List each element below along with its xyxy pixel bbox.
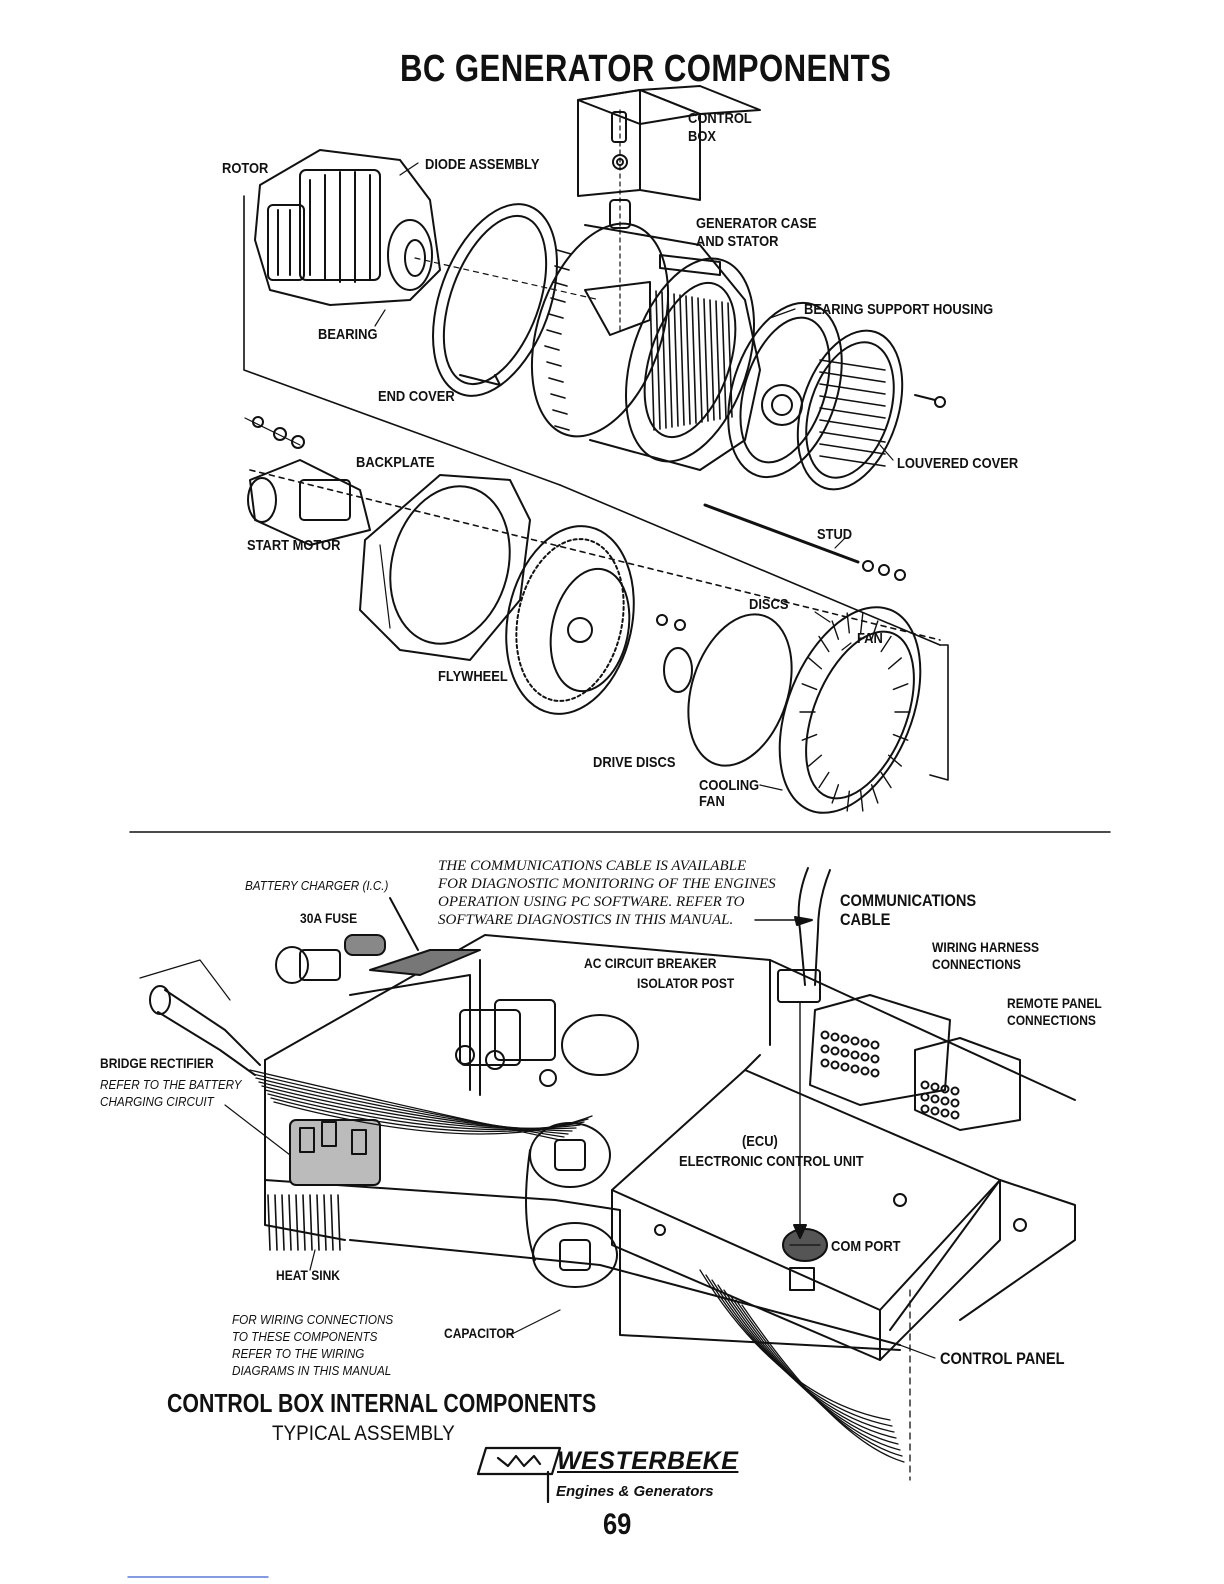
label-ecu-1: (ECU) — [742, 1133, 778, 1150]
bottom-leader-lines — [224, 1104, 936, 1359]
label-control-box-2: BOX — [688, 128, 716, 145]
comm-note-line-2: FOR DIAGNOSTIC MONITORING OF THE ENGINES — [438, 876, 776, 892]
cooling-fan-drawing — [778, 606, 922, 814]
section-subheading: TYPICAL ASSEMBLY — [272, 1422, 455, 1445]
label-cooling-fan-1: COOLING — [699, 777, 760, 794]
louver-slots — [819, 359, 886, 467]
label-ac-circuit-breaker: AC CIRCUIT BREAKER — [584, 955, 717, 971]
top-leader-lines — [374, 308, 894, 791]
control-panel-rail — [889, 1179, 1076, 1331]
wiring-note-line-3: REFER TO THE WIRING — [232, 1346, 365, 1361]
wiring-note-line-1: FOR WIRING CONNECTIONS — [232, 1312, 394, 1327]
bridge-note-line-2: CHARGING CIRCUIT — [100, 1094, 214, 1109]
comm-note-line-3: OPERATION USING PC SOFTWARE. REFER TO — [438, 894, 745, 910]
flywheel-drawing — [505, 525, 635, 715]
label-bearing-support: BEARING SUPPORT HOUSING — [804, 301, 994, 318]
rotor-drawing — [254, 149, 601, 306]
bridge-rectifier-drawing — [289, 1119, 381, 1186]
label-flywheel: FLYWHEEL — [438, 668, 508, 685]
brand-name: WESTERBEKE — [557, 1447, 739, 1475]
label-remote-panel-1: REMOTE PANEL — [1007, 995, 1102, 1011]
ac-breaker-drawing — [455, 999, 639, 1087]
wiring-note-line-4: DIAGRAMS IN THIS MANUAL — [232, 1363, 392, 1378]
louvered-cover-drawing — [796, 329, 904, 491]
stud-drawing — [703, 503, 906, 581]
section-heading: CONTROL BOX INTERNAL COMPONENTS — [167, 1388, 597, 1418]
control-box-drawing — [577, 85, 761, 331]
stator-vents — [544, 249, 733, 431]
comm-note-line-4: SOFTWARE DIAGNOSTICS IN THIS MANUAL. — [438, 912, 734, 928]
label-com-port: COM PORT — [831, 1238, 901, 1255]
end-cover-drawing — [432, 203, 558, 397]
label-capacitor: CAPACITOR — [444, 1325, 515, 1341]
label-communications-cable-2: CABLE — [840, 910, 891, 929]
label-battery-charger: BATTERY CHARGER (I.C.) — [245, 878, 389, 893]
battery-cable — [139, 959, 261, 1076]
page-title: BC GENERATOR COMPONENTS — [400, 48, 892, 90]
label-ecu-2: ELECTRONIC CONTROL UNIT — [679, 1153, 864, 1170]
generator-case-drawing — [530, 222, 761, 471]
label-backplate: BACKPLATE — [356, 454, 435, 471]
cover-bolt — [914, 394, 946, 408]
control-box-enclosure — [264, 934, 1076, 1481]
westerbeke-logo — [476, 1446, 562, 1504]
label-heat-sink: HEAT SINK — [276, 1267, 341, 1283]
fuse-drawing — [275, 897, 419, 984]
fan-blades — [799, 612, 911, 812]
exploded-view-frame — [243, 195, 949, 781]
charger-plate — [369, 949, 481, 976]
start-motor-drawing — [244, 416, 371, 546]
label-cooling-fan-2: FAN — [699, 793, 725, 810]
label-start-motor: START MOTOR — [247, 537, 341, 554]
label-control-panel: CONTROL PANEL — [940, 1349, 1065, 1368]
label-bridge-rectifier: BRIDGE RECTIFIER — [100, 1055, 214, 1071]
label-generator-case-1: GENERATOR CASE — [696, 215, 817, 232]
wiring-note-line-2: TO THESE COMPONENTS — [232, 1329, 378, 1344]
communications-cable-drawing — [754, 867, 831, 1239]
heat-sink-fins — [267, 1194, 341, 1251]
label-rotor: ROTOR — [222, 160, 269, 177]
page-number: 69 — [603, 1508, 632, 1541]
bridge-note-line-1: REFER TO THE BATTERY — [100, 1077, 242, 1092]
label-discs: DISCS — [749, 596, 789, 613]
label-fan: FAN — [857, 630, 883, 647]
label-end-cover: END COVER — [378, 388, 455, 405]
label-wiring-harness-2: CONNECTIONS — [932, 956, 1021, 972]
label-control-box-1: CONTROL — [688, 110, 752, 127]
comm-note-line-1: THE COMMUNICATIONS CABLE IS AVAILABLE — [438, 858, 747, 874]
backplate-drawing — [359, 474, 531, 661]
harness-connectors-drawing — [809, 994, 1021, 1131]
wiring-harness-lines — [249, 1069, 905, 1463]
label-remote-panel-2: CONNECTIONS — [1007, 1012, 1096, 1028]
label-bearing: BEARING — [318, 326, 378, 343]
label-stud: STUD — [817, 526, 853, 543]
drive-discs-drawing — [656, 613, 793, 767]
label-isolator-post: ISOLATOR POST — [637, 975, 735, 991]
connector-pins — [820, 1030, 960, 1120]
label-louvered-cover: LOUVERED COVER — [897, 455, 1019, 472]
bearing-support-drawing — [727, 301, 843, 479]
label-generator-case-2: AND STATOR — [696, 233, 779, 250]
label-communications-cable-1: COMMUNICATIONS — [840, 891, 977, 910]
label-drive-discs: DRIVE DISCS — [593, 754, 676, 771]
label-diode-assembly: DIODE ASSEMBLY — [425, 156, 540, 173]
label-30a-fuse: 30A FUSE — [300, 910, 358, 926]
label-wiring-harness-1: WIRING HARNESS — [932, 939, 1040, 955]
brand-tagline: Engines & Generators — [556, 1483, 714, 1500]
